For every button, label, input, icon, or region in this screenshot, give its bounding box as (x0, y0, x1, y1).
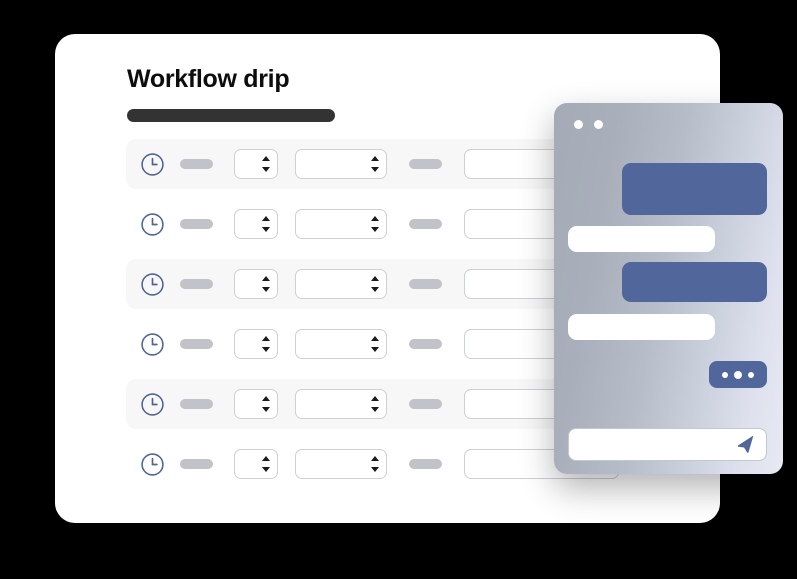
row-secondary-placeholder (409, 279, 442, 289)
unit-stepper-input[interactable] (295, 149, 387, 179)
spinner-arrows-icon[interactable] (262, 455, 271, 473)
row-label-placeholder (180, 159, 213, 169)
number-stepper-input[interactable] (234, 449, 278, 479)
clock-icon (140, 452, 165, 477)
spinner-arrows-icon[interactable] (371, 455, 380, 473)
row-label-placeholder (180, 399, 213, 409)
spinner-arrows-icon[interactable] (262, 215, 271, 233)
spinner-arrows-icon[interactable] (262, 155, 271, 173)
typing-dot-icon (722, 371, 728, 378)
spinner-arrows-icon[interactable] (262, 335, 271, 353)
clock-icon (140, 392, 165, 417)
clock-icon (140, 212, 165, 237)
window-dot-icon[interactable] (594, 120, 603, 129)
clock-icon (140, 332, 165, 357)
number-stepper-input[interactable] (234, 269, 278, 299)
spinner-arrows-icon[interactable] (371, 155, 380, 173)
chat-message-input[interactable] (568, 428, 767, 461)
number-stepper-input[interactable] (234, 209, 278, 239)
chat-panel (554, 103, 783, 474)
chat-window-controls[interactable] (574, 120, 603, 129)
title-underline-bar (127, 109, 335, 122)
row-secondary-placeholder (409, 399, 442, 409)
spinner-arrows-icon[interactable] (371, 215, 380, 233)
unit-stepper-input[interactable] (295, 389, 387, 419)
spinner-arrows-icon[interactable] (371, 335, 380, 353)
window-dot-icon[interactable] (574, 120, 583, 129)
number-stepper-input[interactable] (234, 389, 278, 419)
chat-message-outgoing (622, 262, 767, 302)
spinner-arrows-icon[interactable] (262, 395, 271, 413)
typing-indicator (709, 361, 767, 388)
table-row (126, 199, 720, 249)
chat-message-incoming (568, 226, 715, 252)
page-title: Workflow drip (127, 65, 290, 93)
row-secondary-placeholder (409, 159, 442, 169)
clock-icon (140, 272, 165, 297)
row-secondary-placeholder (409, 459, 442, 469)
number-stepper-input[interactable] (234, 329, 278, 359)
unit-stepper-input[interactable] (295, 329, 387, 359)
send-icon[interactable] (736, 434, 757, 455)
row-label-placeholder (180, 279, 213, 289)
unit-stepper-input[interactable] (295, 449, 387, 479)
spinner-arrows-icon[interactable] (371, 275, 380, 293)
number-stepper-input[interactable] (234, 149, 278, 179)
typing-dot-icon (734, 370, 742, 379)
row-label-placeholder (180, 219, 213, 229)
chat-message-outgoing (622, 163, 767, 215)
spinner-arrows-icon[interactable] (371, 395, 380, 413)
unit-stepper-input[interactable] (295, 269, 387, 299)
typing-dot-icon (748, 371, 754, 378)
row-label-placeholder (180, 339, 213, 349)
unit-stepper-input[interactable] (295, 209, 387, 239)
clock-icon (140, 152, 165, 177)
chat-message-incoming (568, 314, 715, 340)
row-secondary-placeholder (409, 219, 442, 229)
spinner-arrows-icon[interactable] (262, 275, 271, 293)
row-label-placeholder (180, 459, 213, 469)
row-secondary-placeholder (409, 339, 442, 349)
